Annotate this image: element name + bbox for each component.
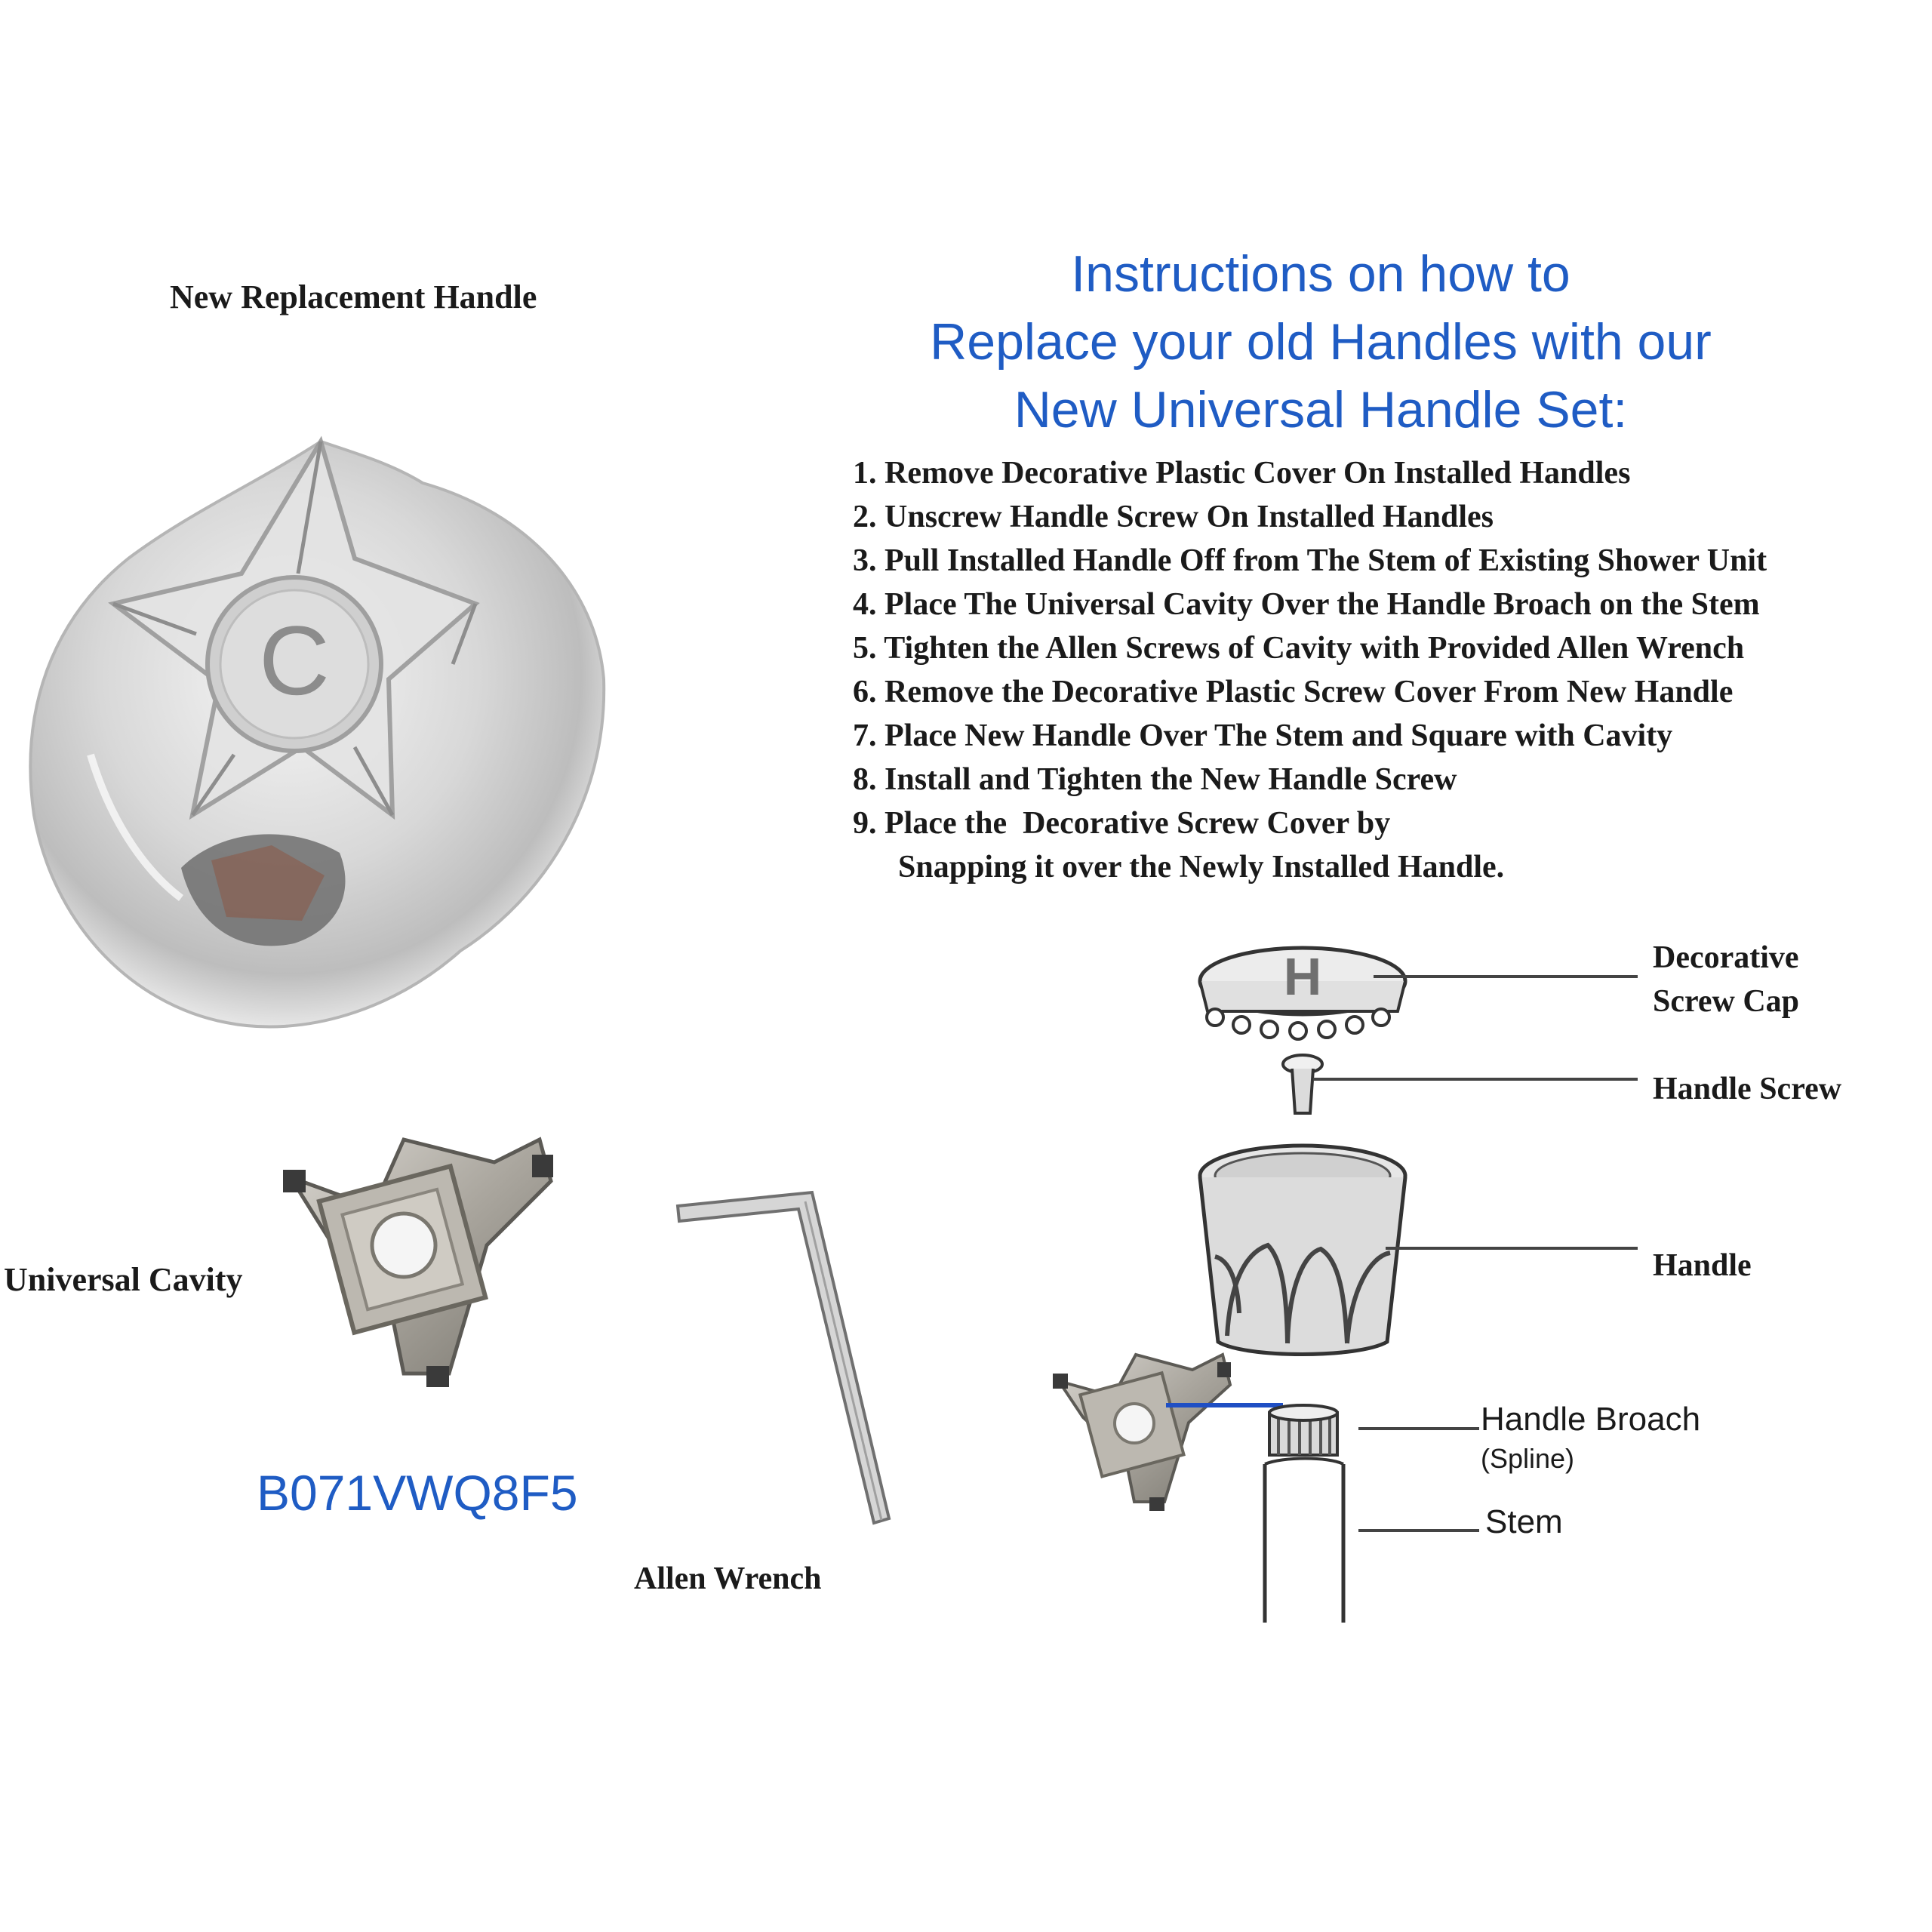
chrome-handle-image: C: [29, 435, 606, 1029]
small-cavity-illustration: [1053, 1352, 1232, 1511]
instruction-steps: 1. Remove Decorative Plastic Cover On In…: [853, 451, 1767, 889]
universal-cavity-label: Universal Cavity: [4, 1261, 243, 1298]
decorative-screw-cap-label: Decorative Screw Cap: [1653, 936, 1799, 1023]
instruction-step: 3. Pull Installed Handle Off from The St…: [853, 543, 1767, 578]
instruction-step-continuation: Snapping it over the Newly Installed Han…: [898, 850, 1505, 884]
allen-wrench-image: [675, 1190, 891, 1525]
instructions-title-line-1: Instructions on how to: [1071, 245, 1571, 303]
handle-illustration: [1198, 1143, 1638, 1356]
screw-cap-illustration: H: [1198, 946, 1638, 1041]
cap-label-line-1: Decorative: [1653, 940, 1799, 975]
handle-screw-illustration: [1281, 1054, 1638, 1115]
instruction-step: 2. Unscrew Handle Screw On Installed Han…: [853, 500, 1494, 534]
instruction-step: 5. Tighten the Allen Screws of Cavity wi…: [853, 631, 1745, 666]
instructions-title: Instructions on how to Replace your old …: [830, 240, 1811, 444]
cap-label-line-2: Screw Cap: [1653, 984, 1800, 1019]
handle-label: Handle: [1653, 1248, 1752, 1283]
instructions-title-line-2: Replace your old Handles with our: [930, 313, 1712, 371]
new-handle-title: New Replacement Handle: [170, 278, 537, 315]
spline-label: (Spline): [1481, 1443, 1575, 1474]
product-code: B071VWQ8F5: [257, 1465, 578, 1521]
instruction-step: 7. Place New Handle Over The Stem and Sq…: [853, 718, 1673, 753]
universal-cavity-image: [283, 1137, 553, 1387]
instructions-title-line-3: New Universal Handle Set:: [1014, 381, 1628, 438]
allen-wrench-label: Allen Wrench: [634, 1561, 822, 1596]
stem-label: Stem: [1485, 1503, 1563, 1540]
stem-illustration: [1263, 1404, 1479, 1623]
instruction-step: 4. Place The Universal Cavity Over the H…: [853, 587, 1760, 622]
instruction-step: 8. Install and Tighten the New Handle Sc…: [853, 762, 1457, 797]
handle-emblem-text: C: [259, 605, 330, 715]
cap-emblem-text: H: [1284, 947, 1322, 1006]
instruction-step: 6. Remove the Decorative Plastic Screw C…: [853, 675, 1734, 709]
handle-broach-label: Handle Broach: [1481, 1401, 1701, 1438]
instruction-step: 1. Remove Decorative Plastic Cover On In…: [853, 456, 1631, 491]
handle-screw-label: Handle Screw: [1653, 1072, 1842, 1106]
instruction-step: 9. Place the Decorative Screw Cover by: [853, 806, 1391, 841]
